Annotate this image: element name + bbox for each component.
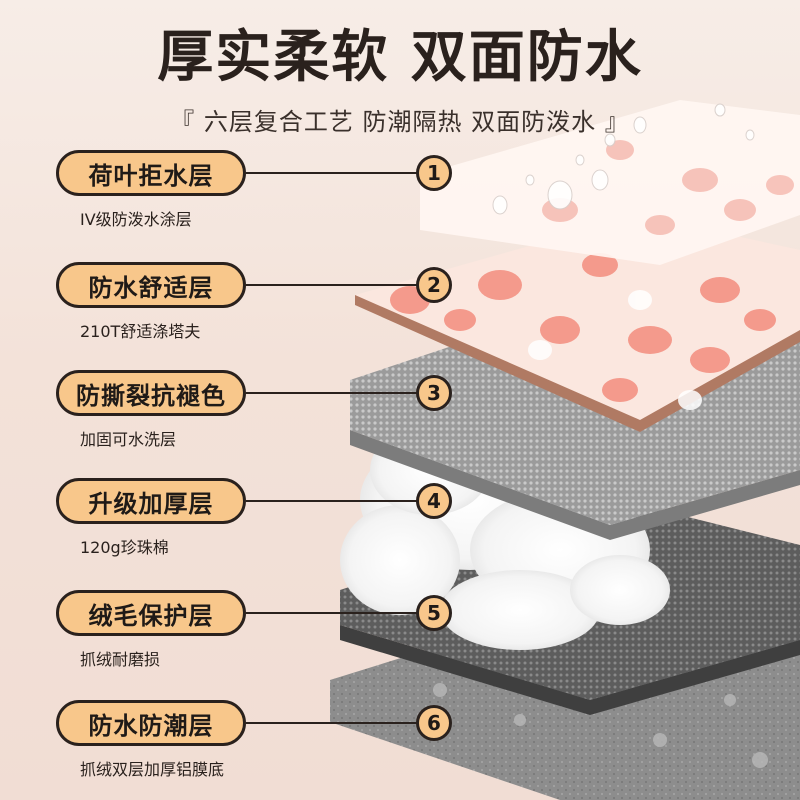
connector-line xyxy=(246,612,418,614)
page-title: 厚实柔软 双面防水 xyxy=(157,25,643,90)
layer-label: 防水防潮层 xyxy=(56,700,246,746)
layer-number-badge: 5 xyxy=(416,595,452,631)
layer-desc: 抓绒双层加厚铝膜底 xyxy=(80,760,225,779)
layer-label: 荷叶拒水层 xyxy=(56,150,246,196)
layer-label: 升级加厚层 xyxy=(56,478,246,524)
page-subtitle: 『 六层复合工艺 防潮隔热 双面防泼水 』 xyxy=(170,108,630,136)
layer-label: 防水舒适层 xyxy=(56,262,246,308)
connector-line xyxy=(246,722,418,724)
layer-number-badge: 4 xyxy=(416,483,452,519)
layer-number-badge: 2 xyxy=(416,267,452,303)
layer-number-badge: 1 xyxy=(416,155,452,191)
layer-label: 绒毛保护层 xyxy=(56,590,246,636)
layer-desc: 加固可水洗层 xyxy=(80,430,177,449)
layer-desc: IV级防泼水涂层 xyxy=(80,210,192,229)
layer-desc: 210T舒适涤塔夫 xyxy=(80,322,201,341)
layer-desc: 120g珍珠棉 xyxy=(80,538,169,557)
connector-line xyxy=(246,392,418,394)
layer-number-badge: 3 xyxy=(416,375,452,411)
layer-label: 防撕裂抗褪色 xyxy=(56,370,246,416)
layer-desc: 抓绒耐磨损 xyxy=(80,650,161,669)
connector-line xyxy=(246,284,418,286)
connector-line xyxy=(246,500,418,502)
connector-line xyxy=(246,172,418,174)
layer-number-badge: 6 xyxy=(416,705,452,741)
